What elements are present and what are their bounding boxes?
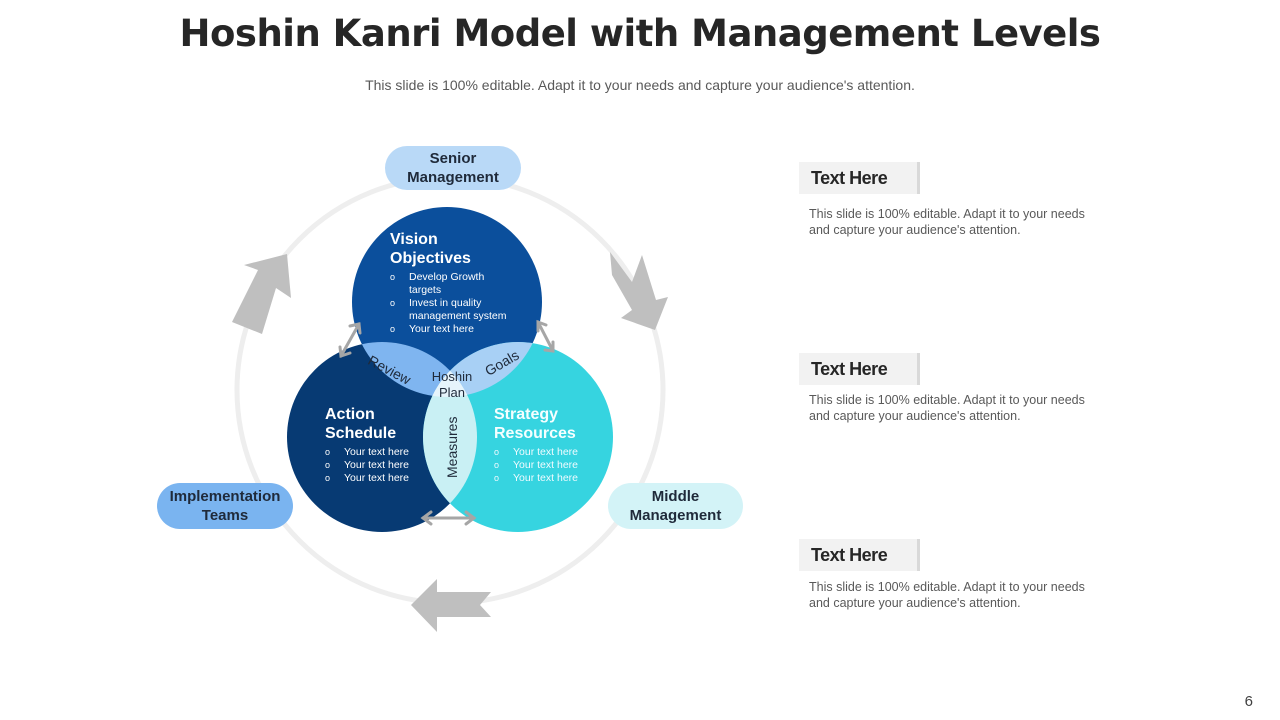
slide-subtitle: This slide is 100% editable. Adapt it to… xyxy=(365,77,915,93)
bullet-item: Your text here xyxy=(494,446,599,459)
implementation-teams-label: Implementation Teams xyxy=(169,488,281,524)
cycle-arrow-left-icon xyxy=(411,579,491,632)
text-block-3-heading: Text Here xyxy=(799,539,917,571)
implementation-teams-pill: Implementation Teams xyxy=(157,483,293,529)
strategy-resources-bullets: Your text here Your text here Your text … xyxy=(494,446,599,485)
bullet-item: Your text here xyxy=(494,472,599,485)
text-block-1-heading: Text Here xyxy=(799,162,917,194)
middle-management-pill: Middle Management xyxy=(608,483,743,529)
action-schedule-content: Action Schedule Your text here Your text… xyxy=(325,405,425,485)
action-schedule-title: Action Schedule xyxy=(325,406,397,442)
goals-overlap xyxy=(423,342,542,397)
vision-objectives-content: Vision Objectives Develop Growth targets… xyxy=(390,230,525,336)
bullet-item: Develop Growth targets xyxy=(390,271,499,297)
connector-vision-action-icon xyxy=(338,322,362,359)
bullet-item: Your text here xyxy=(390,323,525,336)
slide-title: Hoshin Kanri Model with Management Level… xyxy=(179,12,1101,55)
text-block-2-body: This slide is 100% editable. Adapt it to… xyxy=(809,393,1085,423)
cycle-arrow-down-right-icon xyxy=(610,252,668,330)
cycle-arrow-up-right-icon xyxy=(232,254,291,334)
text-block-2-heading: Text Here xyxy=(799,353,917,385)
vision-objectives-bullets: Develop Growth targets Invest in quality… xyxy=(390,271,525,336)
vision-objectives-title: Vision Objectives xyxy=(390,231,471,267)
page-number: 6 xyxy=(1244,693,1253,710)
senior-management-label: Senior Management xyxy=(407,150,499,186)
strategy-resources-content: Strategy Resources Your text here Your t… xyxy=(494,405,599,485)
connector-action-strategy-icon xyxy=(420,510,477,526)
review-overlap xyxy=(352,342,477,397)
bullet-item: Your text here xyxy=(325,446,425,459)
middle-management-label: Middle Management xyxy=(629,488,722,524)
strategy-resources-title: Strategy Resources xyxy=(494,406,576,442)
text-block-3-body: This slide is 100% editable. Adapt it to… xyxy=(809,580,1085,610)
hoshin-plan-label: Hoshin Plan xyxy=(431,369,473,400)
bullet-item: Your text here xyxy=(325,472,425,485)
bullet-item: Your text here xyxy=(325,459,425,472)
bullet-item: Your text here xyxy=(494,459,599,472)
connector-vision-strategy-icon xyxy=(536,319,555,353)
bullet-item: Invest in quality management system xyxy=(390,297,519,323)
text-block-1-body: This slide is 100% editable. Adapt it to… xyxy=(809,207,1085,237)
action-schedule-bullets: Your text here Your text here Your text … xyxy=(325,446,425,485)
measures-label: Measures xyxy=(444,416,460,478)
senior-management-pill: Senior Management xyxy=(385,146,521,190)
